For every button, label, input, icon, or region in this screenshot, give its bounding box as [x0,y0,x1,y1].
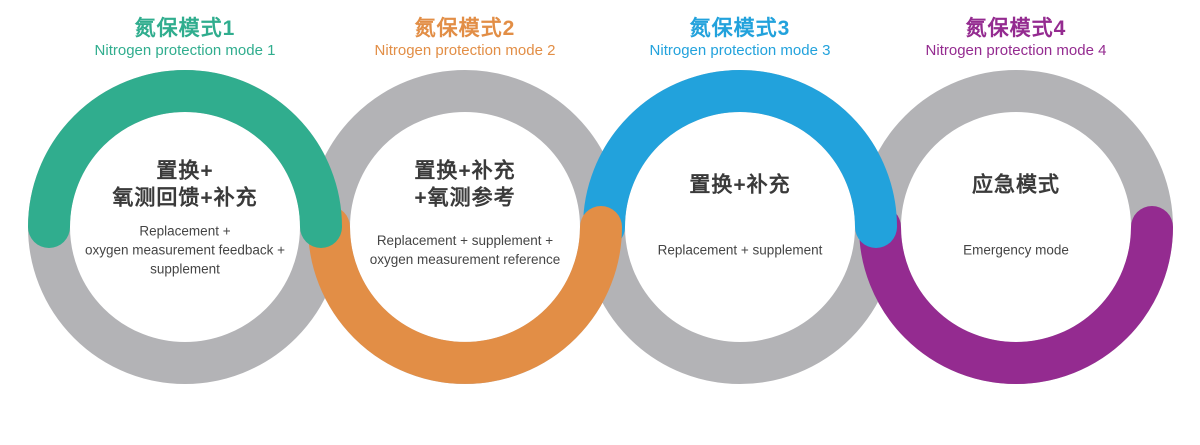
arc-mode-3 [583,70,897,248]
arc-mode-1 [28,70,342,248]
arc-mode-2 [308,206,622,384]
arc-mode-4 [859,206,1173,384]
